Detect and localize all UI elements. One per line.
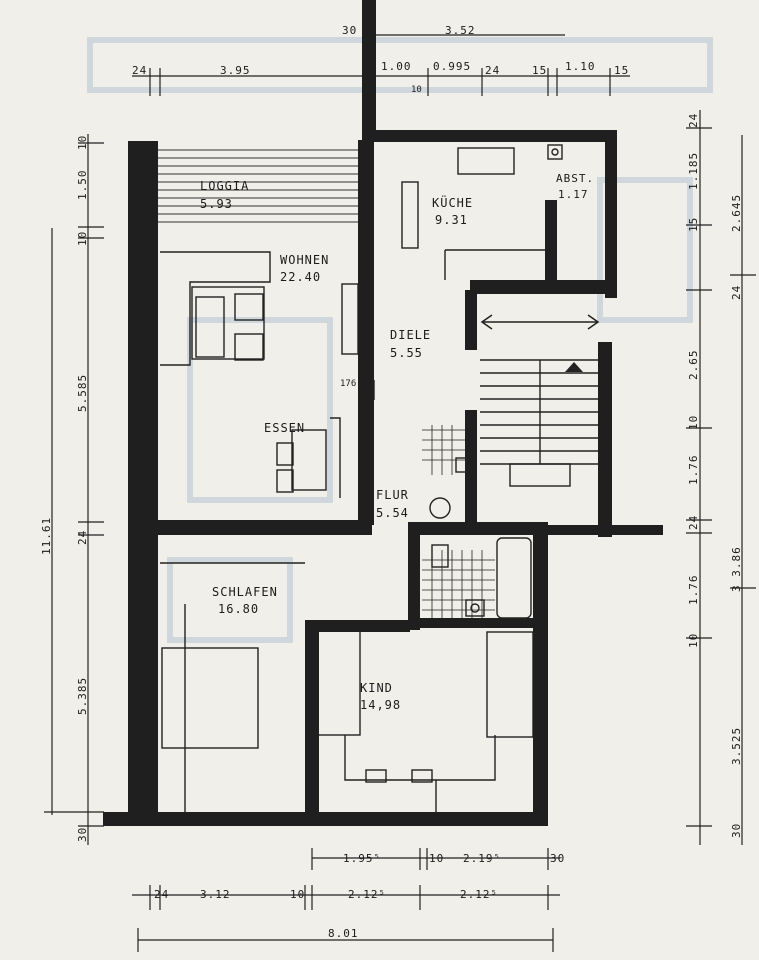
dim-left-30: 30 bbox=[76, 827, 89, 842]
wohnen-area: 22.40 bbox=[280, 270, 321, 284]
flur-area: 5.54 bbox=[376, 506, 409, 520]
dim-bottom-10a: 10 bbox=[429, 852, 444, 865]
dim-right-265: 2.65 bbox=[687, 350, 700, 381]
essen-name: ESSEN bbox=[264, 421, 305, 435]
dim-bottom-312: 3.12 bbox=[200, 888, 231, 901]
dim-left-585: 5.585 bbox=[76, 374, 89, 412]
dim-right-176b: 1.76 bbox=[687, 575, 700, 606]
dim-right-176a: 1.76 bbox=[687, 455, 700, 486]
loggia-name: LOGGIA bbox=[200, 179, 249, 193]
arrow-left-icon bbox=[480, 314, 493, 330]
dim-bottom-801: 8.01 bbox=[328, 927, 359, 940]
flur-name: FLUR bbox=[376, 488, 409, 502]
dim-top-10: 10 bbox=[411, 85, 422, 95]
dim-left-24: 24 bbox=[76, 530, 89, 545]
dimension-lines bbox=[44, 34, 756, 952]
dim-right-3525: 3.525 bbox=[730, 727, 743, 765]
dim-top-30: 30 bbox=[342, 24, 357, 37]
dim-bottom-2195: 2.19⁵ bbox=[463, 852, 501, 865]
dimension-labels-top: 30 3.52 24 3.95 1.00 0.995 24 15 1.10 15… bbox=[132, 24, 629, 95]
kind-area: 14,98 bbox=[360, 698, 401, 712]
dim-right-3386: 3 3.86 bbox=[730, 546, 743, 592]
dim-top-24a: 24 bbox=[132, 64, 147, 77]
dim-top-15b: 15 bbox=[614, 64, 629, 77]
dim-left-10a: 10 bbox=[76, 135, 89, 150]
stair-arrows bbox=[480, 314, 600, 372]
dim-right-10a: 10 bbox=[687, 415, 700, 430]
dim-top-110: 1.10 bbox=[565, 60, 596, 73]
dim-bottom-2125b: 2.12⁵ bbox=[460, 888, 498, 901]
dim-top-352: 3.52 bbox=[445, 24, 476, 37]
kind-name: KIND bbox=[360, 681, 393, 695]
kueche-area: 9.31 bbox=[435, 213, 468, 227]
door-height-label: 176 bbox=[340, 379, 356, 389]
kueche-name: KÜCHE bbox=[432, 194, 473, 210]
schlafen-area: 16.80 bbox=[218, 602, 259, 616]
wohnen-name: WOHNEN bbox=[280, 253, 329, 267]
diele-name: DIELE bbox=[390, 328, 431, 342]
dim-top-0995: 0.995 bbox=[433, 60, 471, 73]
dim-right-10b: 10 bbox=[687, 633, 700, 648]
dim-bottom-10b: 10 bbox=[290, 888, 305, 901]
schlafen-name: SCHLAFEN bbox=[212, 585, 278, 599]
up-arrow-icon bbox=[565, 362, 583, 372]
dim-left-150: 1.50 bbox=[76, 170, 89, 201]
dim-top-100: 1.00 bbox=[381, 60, 412, 73]
dim-right-24c: 24 bbox=[687, 515, 700, 530]
abst-area: 1.17 bbox=[558, 188, 589, 201]
dimension-labels-left: 10 1.50 10 5.585 11.61 24 5.385 30 bbox=[40, 135, 89, 842]
furniture bbox=[160, 144, 563, 812]
dim-right-15: 15 bbox=[687, 217, 700, 232]
diele-area: 5.55 bbox=[390, 346, 423, 360]
loggia-area: 5.93 bbox=[200, 197, 233, 211]
dim-right-1185: 1.185 bbox=[687, 152, 700, 190]
dim-bottom-1955: 1.95⁵ bbox=[343, 852, 381, 865]
arrow-right-icon bbox=[587, 314, 600, 330]
dim-top-24b: 24 bbox=[485, 64, 500, 77]
dim-left-1161: 11.61 bbox=[40, 517, 53, 555]
room-labels: LOGGIA 5.93 KÜCHE 9.31 ABST. 1.17 WOHNEN… bbox=[200, 172, 594, 712]
dim-right-30: 30 bbox=[730, 823, 743, 838]
dim-top-395: 3.95 bbox=[220, 64, 251, 77]
staircase bbox=[480, 359, 598, 487]
dim-left-385: 5.385 bbox=[76, 677, 89, 715]
dim-right-24b: 24 bbox=[730, 285, 743, 300]
dim-bottom-2125a: 2.12⁵ bbox=[348, 888, 386, 901]
dim-bottom-24: 24 bbox=[154, 888, 169, 901]
loggia-hatch bbox=[158, 149, 358, 223]
dim-right-24a: 24 bbox=[687, 113, 700, 128]
abst-name: ABST. bbox=[556, 172, 594, 185]
bathroom-tiles bbox=[422, 425, 495, 618]
dim-bottom-30: 30 bbox=[550, 852, 565, 865]
walls bbox=[103, 0, 663, 826]
dim-left-10b: 10 bbox=[76, 231, 89, 246]
dimension-labels-bottom: 1.95⁵ 10 2.19⁵ 30 24 3.12 10 2.12⁵ 2.12⁵… bbox=[154, 852, 565, 940]
dim-right-2645: 2.645 bbox=[730, 194, 743, 232]
dimension-labels-right: 24 1.185 2.645 15 24 2.65 10 1.76 24 3 3… bbox=[687, 113, 743, 838]
dim-top-15a: 15 bbox=[532, 64, 547, 77]
